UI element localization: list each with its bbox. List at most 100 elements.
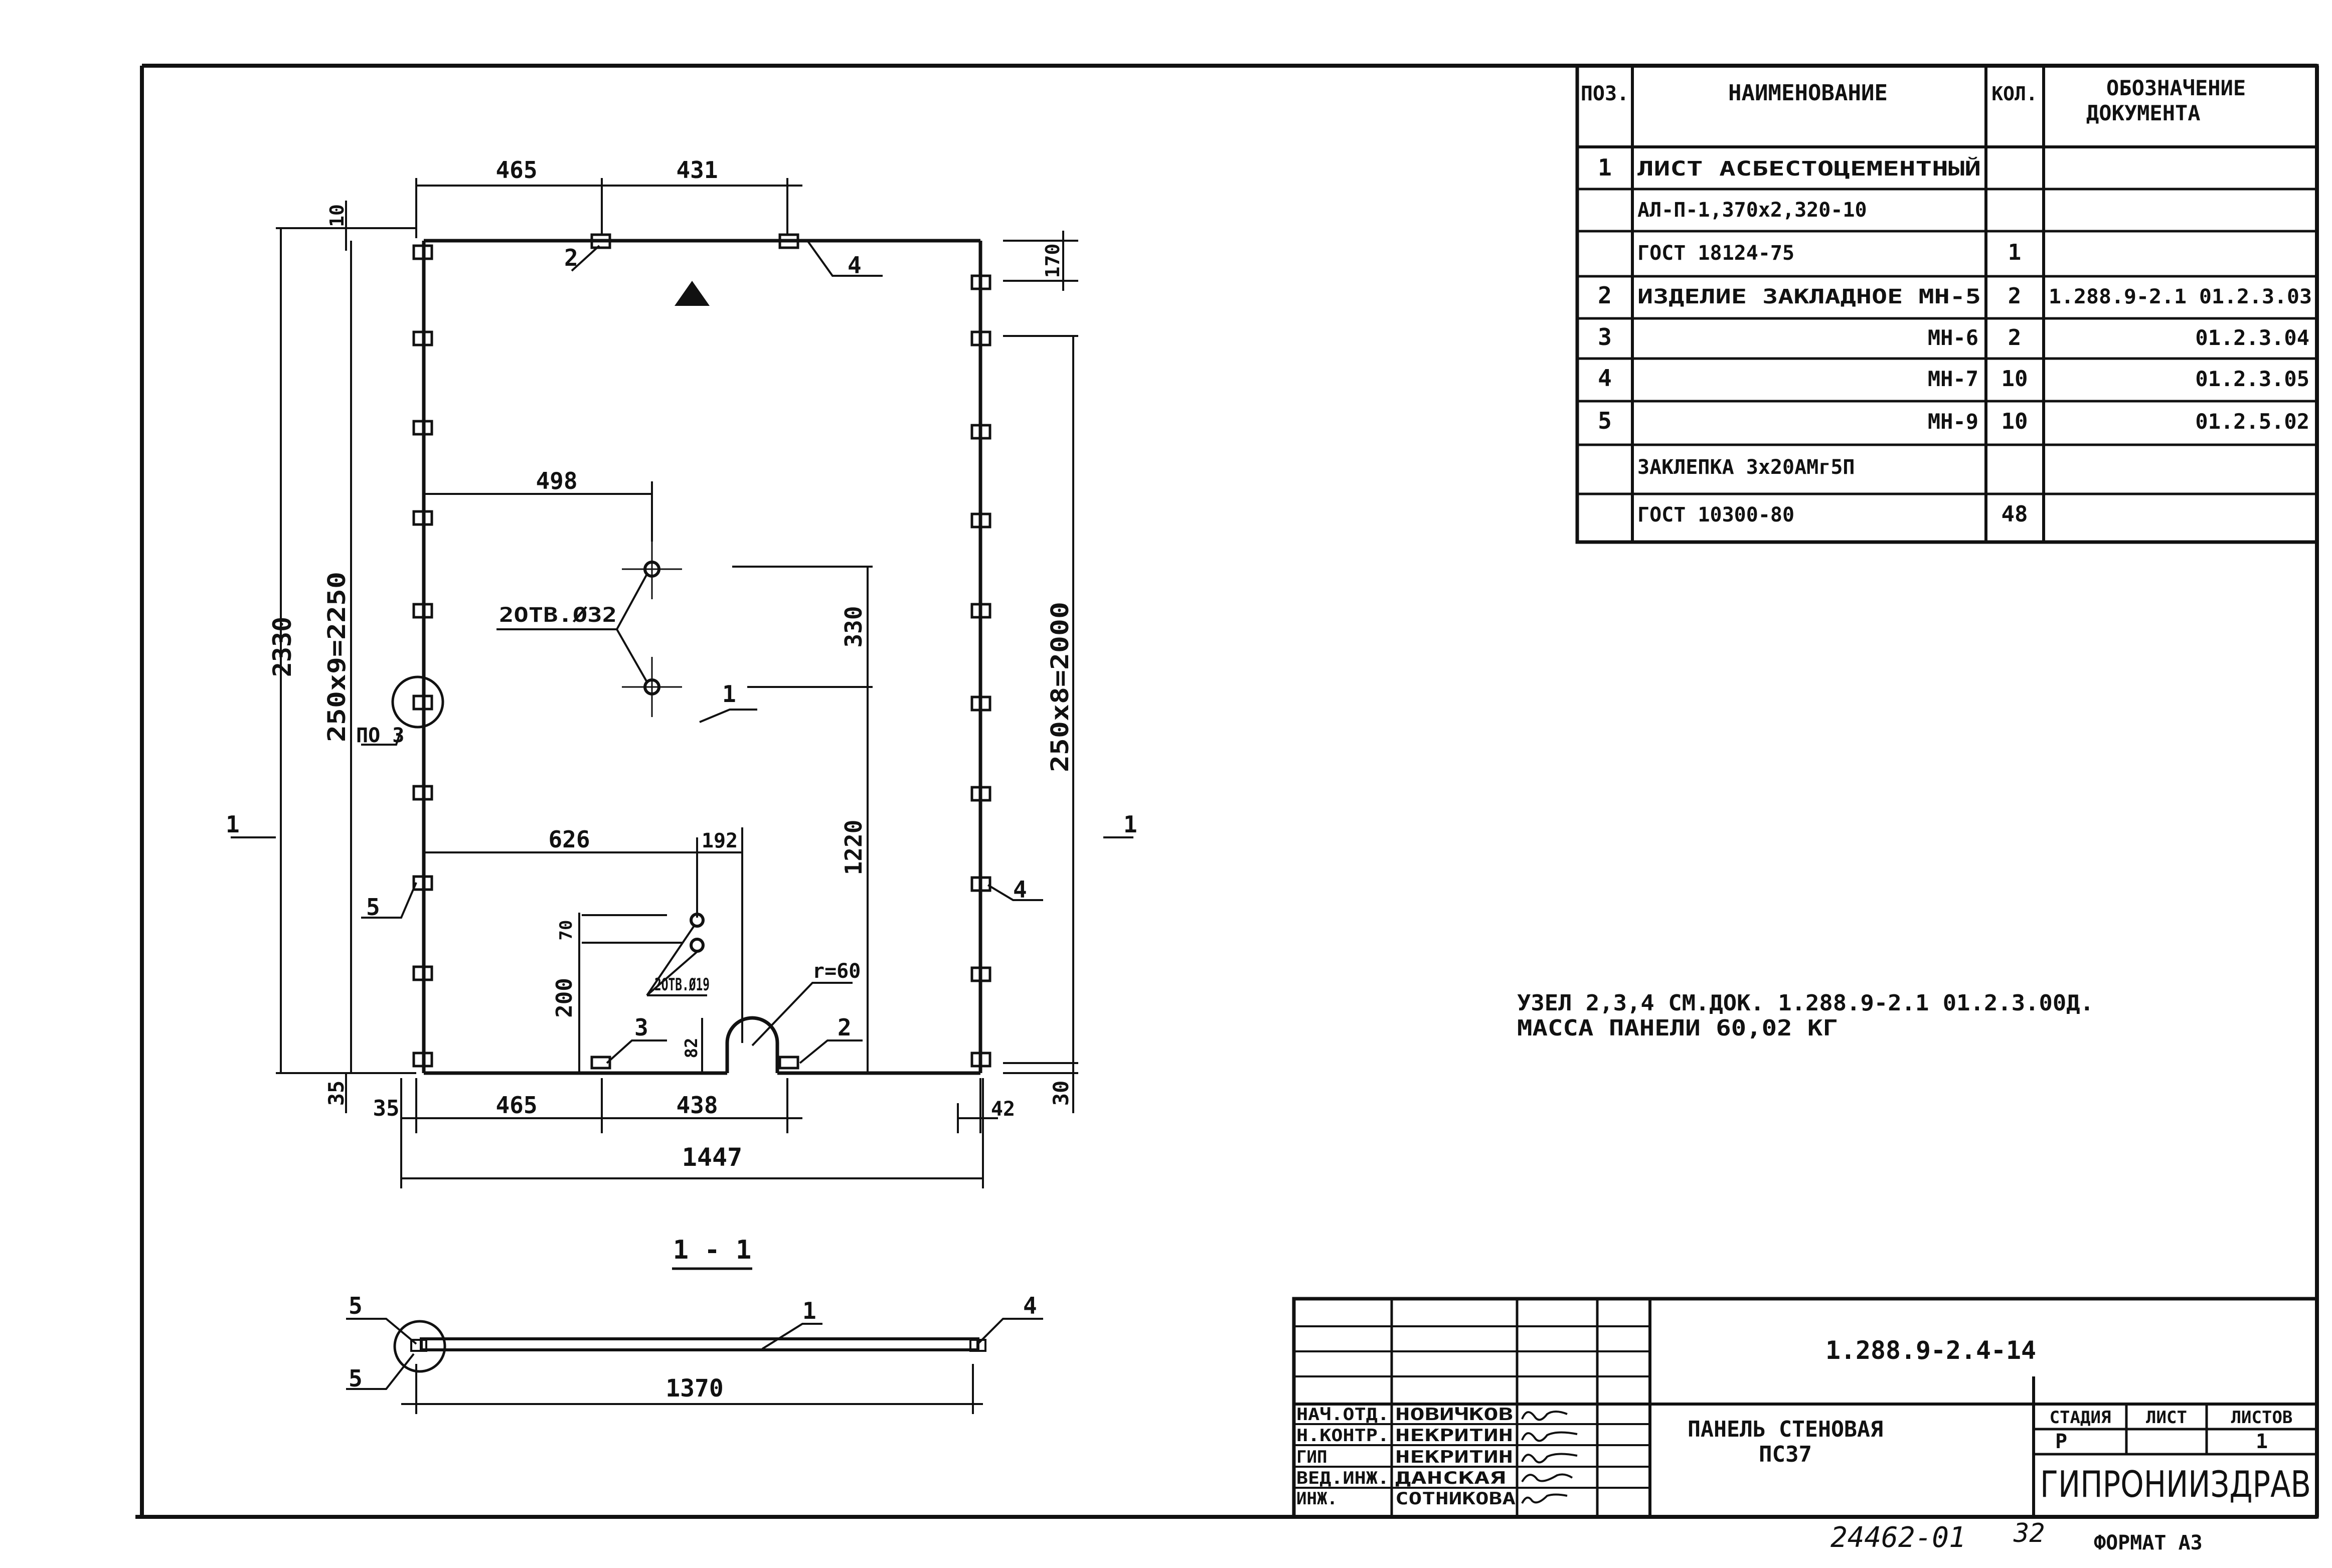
note-line-2: МАССА ПАНЕЛИ 60,02 КГ — [1517, 1015, 1838, 1041]
page-number: 32 — [2013, 1518, 2045, 1548]
row-name: ЛИСТ АСБЕСТОЦЕМЕНТНЫЙ — [1637, 156, 1981, 181]
dim-170: 170 — [1042, 244, 1064, 278]
dim-1370: 1370 — [665, 1374, 724, 1403]
dim-1220: 1220 — [840, 820, 867, 876]
note-line-1: УЗЕЛ 2,3,4 СМ.ДОК. 1.288.9-2.1 01.2.3.00… — [1517, 990, 2094, 1016]
embedded-items-right — [970, 274, 991, 1068]
name-2: НЕКРИТИН — [1395, 1426, 1513, 1446]
dim-1447: 1447 — [682, 1143, 742, 1172]
holes-32 — [496, 539, 682, 717]
callout-labels: 2 4 1 ПО 3 5 4 3 2 1 1 — [226, 244, 1137, 1041]
document-code: 1.288.9-2.4-14 — [1825, 1336, 2036, 1365]
footer: 24462-01 32 ФОРМАТ А3 — [1830, 1518, 2203, 1554]
callout-3-bottom: 3 — [634, 1014, 648, 1041]
name-1: НОВИЧКОВ — [1395, 1405, 1513, 1425]
header-pos: ПОЗ. — [1581, 82, 1629, 105]
dimension-labels: 465 431 10 170 2330 250х9=2250 250х8=200… — [268, 156, 1074, 1172]
stage-value: Р — [2055, 1430, 2067, 1453]
header-doc: ОБОЗНАЧЕНИЕ — [2106, 76, 2246, 100]
dim-42: 42 — [991, 1098, 1015, 1121]
callout-2-top: 2 — [564, 244, 578, 271]
title-block: 1.288.9-2.4-14 НАЧ.ОТД. Н.КОНТР. ГИП ВЕД… — [1292, 1297, 2319, 1519]
dim-200: 200 — [552, 978, 577, 1017]
callout-pos-3: ПО 3 — [356, 724, 404, 747]
organization: ГИПРОНИИЗДРАВ — [2040, 1463, 2311, 1505]
section-callout-5b: 5 — [349, 1365, 363, 1392]
callout-2-bottom: 2 — [838, 1014, 852, 1041]
panel-outline — [422, 239, 982, 1075]
section-callout-4: 4 — [1023, 1292, 1037, 1319]
dim-431-top: 431 — [676, 156, 718, 184]
role-2: Н.КОНТР. — [1296, 1426, 1389, 1446]
section-callout-5a: 5 — [349, 1292, 363, 1319]
section-title: 1 - 1 — [673, 1235, 752, 1265]
section-cut-right: 1 — [1123, 811, 1137, 838]
dim-2250: 250х9=2250 — [323, 572, 351, 742]
orientation-triangle-icon — [675, 281, 710, 306]
row-pos: 1 — [1598, 154, 1612, 181]
section-1-1: 1 - 1 5 5 1 4 1370 — [346, 1235, 1043, 1414]
header-qty: КОЛ. — [1991, 83, 2038, 105]
specification-table: ПОЗ. НАИМЕНОВАНИЕ КОЛ. ОБОЗНАЧЕНИЕ ДОКУМ… — [1575, 64, 2319, 544]
role-1: НАЧ.ОТД. — [1296, 1405, 1389, 1425]
dim-330: 330 — [840, 606, 867, 647]
row-name: ИЗДЕЛИЕ ЗАКЛАДНОЕ МН-5 — [1637, 285, 1981, 308]
dim-35-bottom: 35 — [373, 1096, 400, 1121]
sheets-value: 1 — [2256, 1430, 2268, 1453]
name-4: ДАНСКАЯ — [1395, 1468, 1506, 1488]
embedded-items-left — [412, 244, 433, 1068]
callout-1: 1 — [722, 680, 736, 708]
product-name: ПАНЕЛЬ СТЕНОВАЯ — [1688, 1417, 1883, 1442]
stage-header: СТАДИЯ — [2050, 1408, 2111, 1428]
dim-465-top: 465 — [495, 156, 537, 184]
dim-70: 70 — [556, 920, 576, 941]
embedded-items-top-bottom — [590, 233, 799, 1070]
header-doc-2: ДОКУМЕНТА — [2086, 101, 2201, 125]
row-qty: 2 — [2008, 283, 2022, 309]
dim-2000: 250х8=2000 — [1046, 602, 1074, 772]
sheet-header: ЛИСТ — [2146, 1408, 2187, 1428]
dim-626: 626 — [548, 826, 590, 853]
row-name: АЛ-П-1,370х2,320-10 — [1637, 199, 1867, 222]
dim-10: 10 — [326, 204, 348, 227]
role-5: ИНЖ. — [1296, 1489, 1338, 1509]
holes-19-label: 2ОТВ.Ø19 — [654, 975, 710, 995]
holes-19 — [646, 913, 707, 996]
product-code: ПС37 — [1759, 1442, 1812, 1467]
row-pos: 4 — [1598, 365, 1612, 392]
role-4: ВЕД.ИНЖ. — [1296, 1468, 1389, 1488]
row-name: МН-6 — [1928, 325, 1978, 350]
row-qty: 10 — [2002, 409, 2028, 434]
row-pos: 3 — [1598, 323, 1612, 351]
dim-35-left: 35 — [324, 1081, 349, 1106]
row-qty: 10 — [2002, 366, 2028, 392]
dim-465-bottom: 465 — [495, 1092, 537, 1119]
role-3: ГИП — [1296, 1447, 1327, 1467]
dim-192: 192 — [702, 829, 738, 852]
row-name: ГОСТ 18124-75 — [1637, 242, 1794, 265]
row-name: ГОСТ 10300-80 — [1637, 503, 1794, 527]
section-callout-1: 1 — [802, 1297, 816, 1324]
row-doc: 01.2.3.05 — [2195, 367, 2309, 391]
header-name: НАИМЕНОВАНИЕ — [1728, 80, 1888, 106]
panel-plan-view — [231, 178, 1133, 1188]
inventory-number: 24462-01 — [1830, 1521, 1966, 1554]
dim-2330: 2330 — [268, 617, 297, 677]
row-pos: 2 — [1598, 282, 1612, 309]
name-5: СОТНИКОВА — [1395, 1489, 1516, 1509]
row-doc: 01.2.3.04 — [2195, 325, 2309, 350]
signatures — [1521, 1411, 1578, 1504]
paper-format: ФОРМАТ А3 — [2094, 1531, 2203, 1554]
row-doc: 01.2.5.02 — [2195, 409, 2309, 434]
dim-82: 82 — [682, 1038, 702, 1059]
row-qty: 2 — [2008, 325, 2022, 351]
radius-60-label: r=60 — [812, 960, 861, 983]
row-qty: 48 — [2002, 501, 2028, 527]
callout-4-top: 4 — [848, 252, 862, 279]
row-name: ЗАКЛЕПКА 3х20АМг5П — [1637, 456, 1855, 479]
holes-32-label: 2ОТВ.Ø32 — [499, 604, 617, 627]
sheets-header: ЛИСТОВ — [2231, 1408, 2293, 1428]
detail-circle — [391, 675, 444, 729]
section-cut-left: 1 — [226, 811, 240, 838]
